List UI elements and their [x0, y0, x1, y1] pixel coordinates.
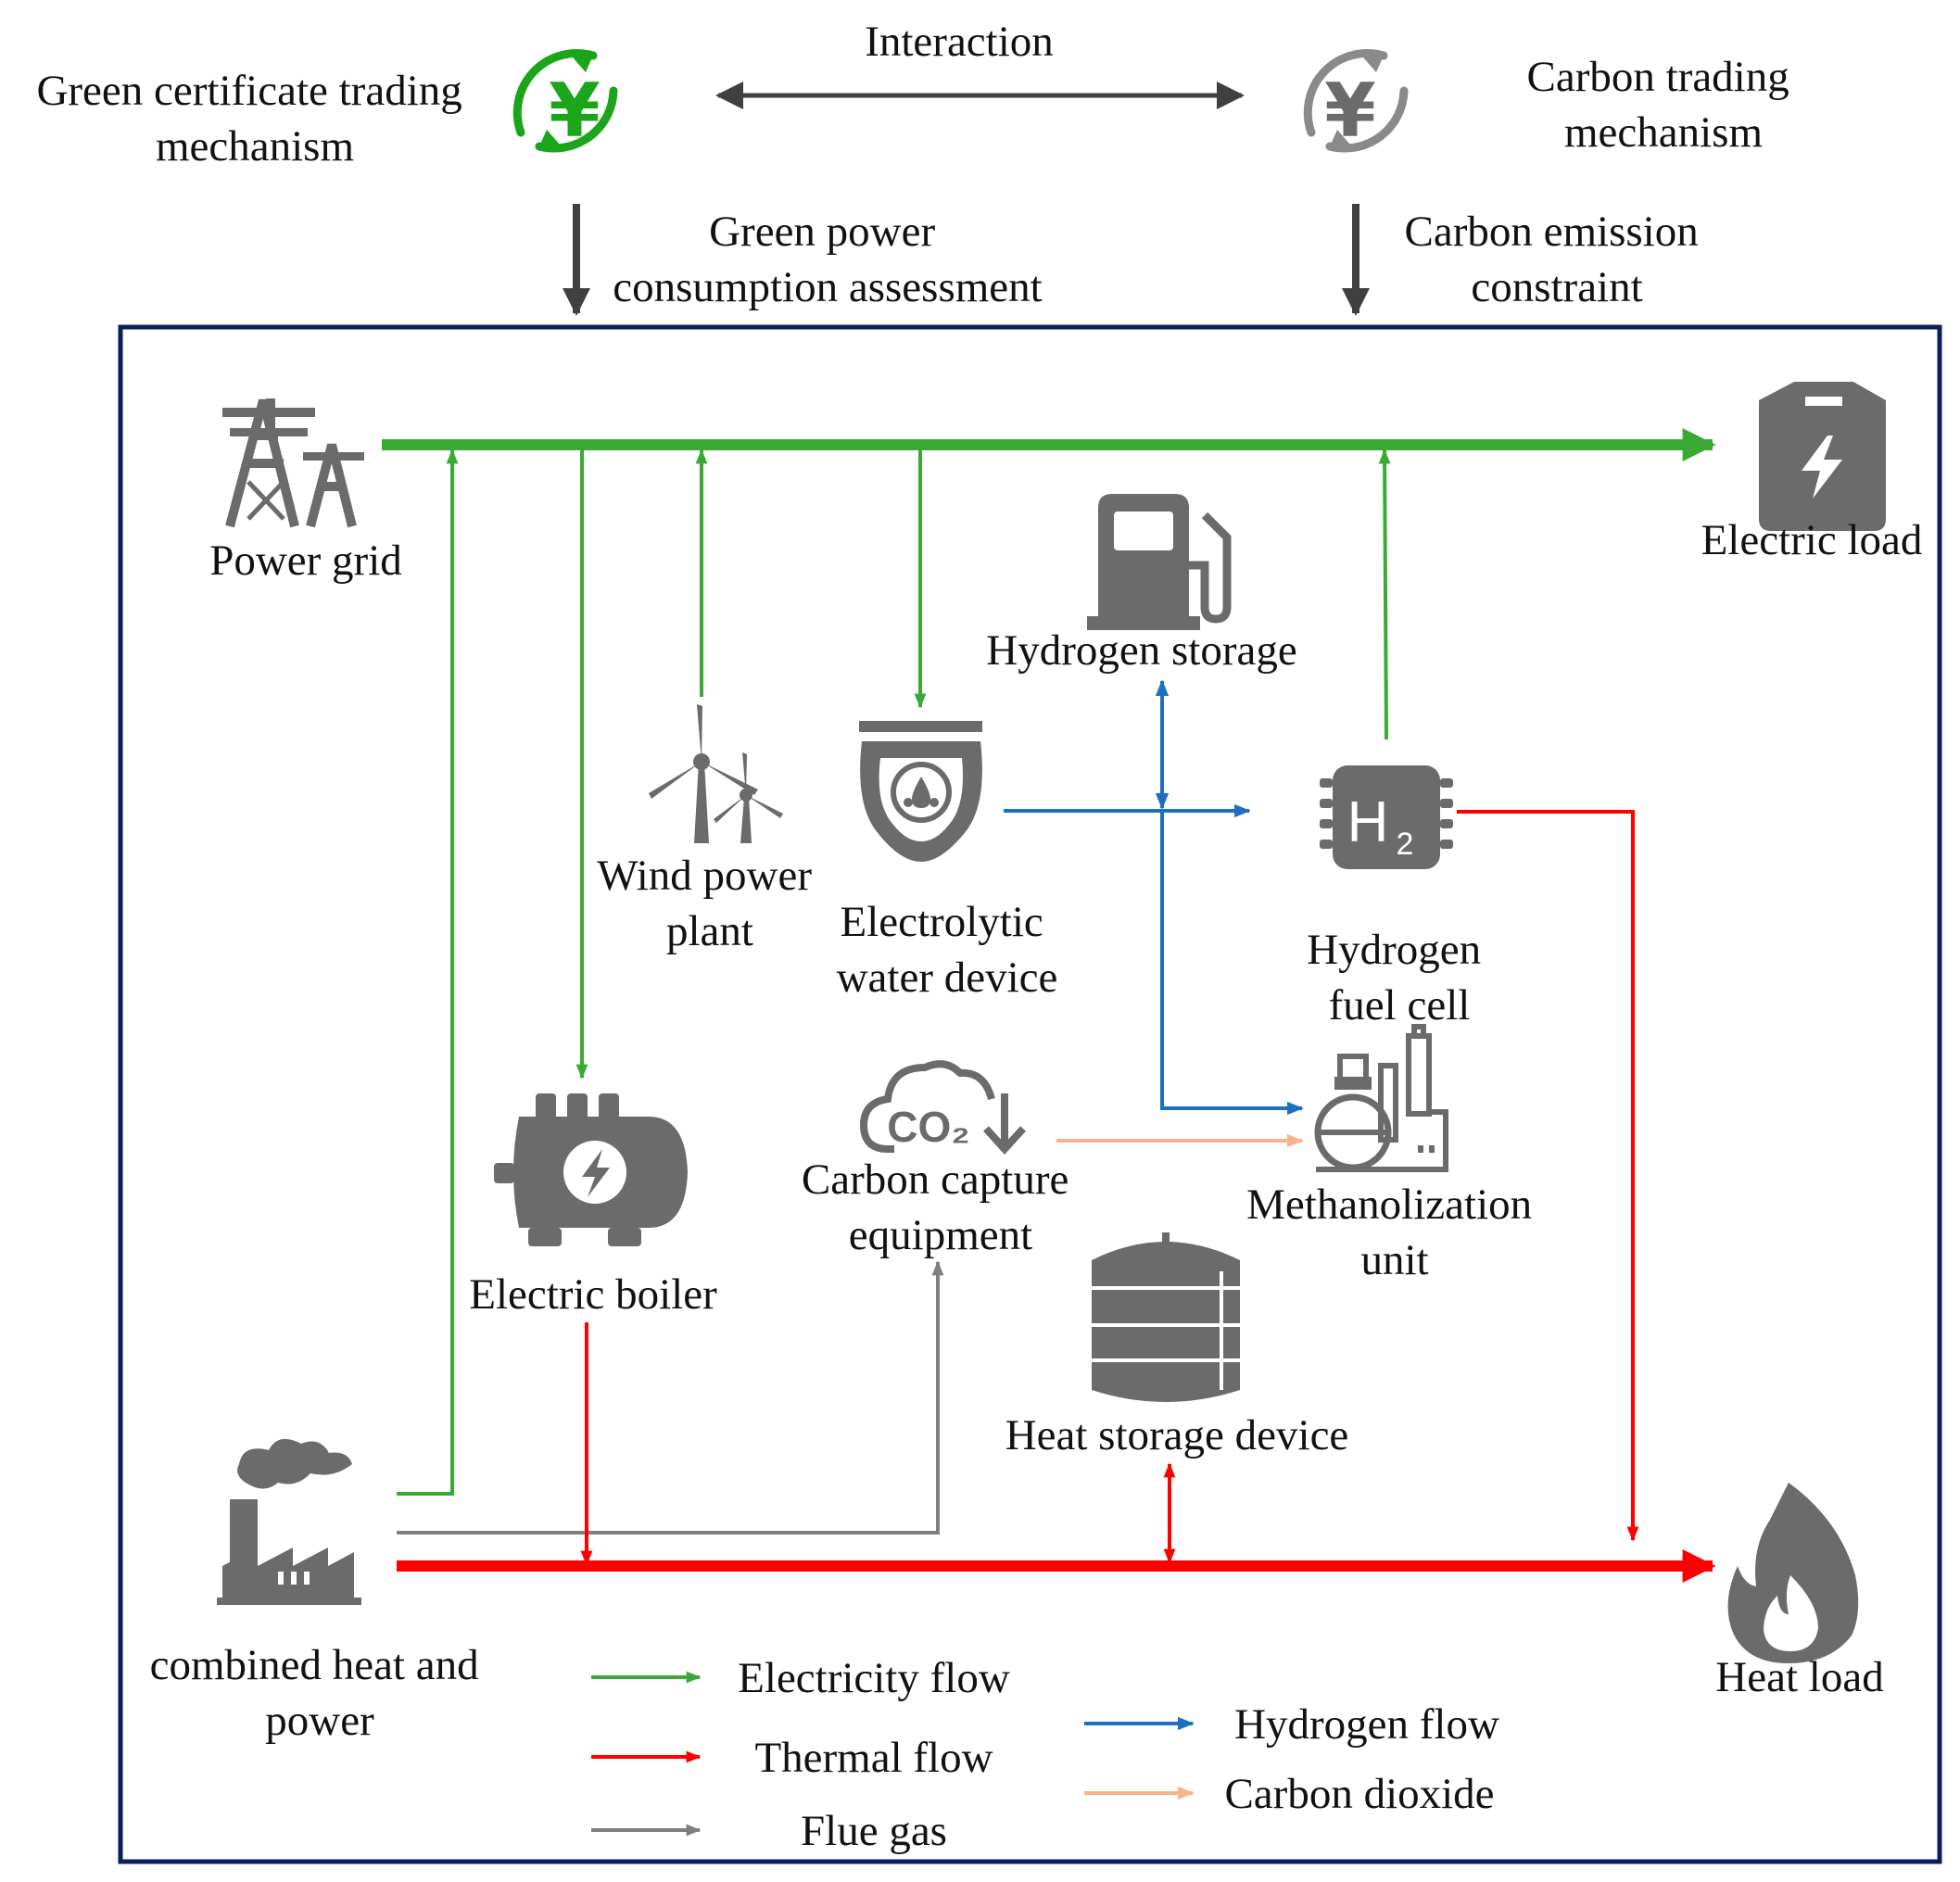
- legend: Electricity flow Thermal flow Flue gas H…: [591, 1654, 1499, 1855]
- transmission-tower-icon: [222, 398, 364, 528]
- carbon-mechanism-label: Carbon trading mechanism: [1527, 53, 1801, 157]
- carbon-capture-equipment-label: Carbon capture equipment: [802, 1156, 1080, 1259]
- boiler-icon: [494, 1093, 688, 1246]
- h2-main-text: H: [1347, 790, 1389, 854]
- green-certificate-icon: ¥: [512, 49, 618, 154]
- storage-tank-icon: [1092, 1232, 1240, 1402]
- factory-icon: [217, 1438, 361, 1605]
- legend-electricity-label: Electricity flow: [738, 1654, 1010, 1702]
- legend-flue-gas-label: Flue gas: [801, 1807, 947, 1855]
- battery-bolt-icon: [1759, 382, 1886, 531]
- electric-boiler-label: Electric boiler: [469, 1270, 717, 1319]
- power-grid-label: Power grid: [209, 537, 402, 585]
- fuel-pump-icon: [1087, 494, 1232, 630]
- green-yuan-symbol: ¥: [549, 68, 601, 154]
- hydrogen-storage-label: Hydrogen storage: [986, 626, 1296, 675]
- carbon-yuan-symbol: ¥: [1324, 68, 1376, 154]
- chemical-plant-icon: [1314, 1024, 1448, 1172]
- flow-chp-to-grid-electricity: [397, 448, 459, 1496]
- h2-chip-icon: H 2: [1320, 765, 1453, 869]
- chp-label: combined heat and power: [150, 1641, 490, 1745]
- flow-fuelcell-heat: [1457, 810, 1639, 1542]
- wind-power-plant-label: Wind power plant: [597, 852, 823, 955]
- wind-turbine-icon: [649, 704, 783, 843]
- heat-load-label: Heat load: [1715, 1653, 1883, 1701]
- flow-fuelcell-to-grid: [1378, 448, 1391, 740]
- flow-flue-gas: [397, 1260, 944, 1535]
- carbon-trading-icon: ¥: [1303, 49, 1409, 154]
- co2-cloud-icon: CO₂: [859, 1060, 1026, 1155]
- green-assessment-label: Green power consumption assessment: [613, 208, 1042, 311]
- electric-load-label: Electric load: [1701, 516, 1923, 564]
- legend-co2-label: Carbon dioxide: [1224, 1770, 1494, 1818]
- interaction-label: Interaction: [865, 18, 1054, 66]
- carbon-constraint-label: Carbon emission constraint: [1405, 208, 1710, 311]
- system-boundary-frame: [118, 324, 1942, 1864]
- hydrogen-fuel-cell-label: Hydrogen fuel cell: [1307, 926, 1492, 1029]
- legend-thermal-label: Thermal flow: [754, 1734, 993, 1782]
- electrolyzer-icon: [859, 721, 982, 862]
- flow-hydrogen-to-methanolization: [1160, 811, 1304, 1116]
- h2-subscript-text: 2: [1397, 827, 1414, 862]
- co2-icon-text: CO₂: [887, 1103, 969, 1151]
- flame-icon: [1727, 1483, 1859, 1663]
- legend-hydrogen-label: Hydrogen flow: [1234, 1700, 1499, 1749]
- methanolization-unit-label: Methanolization unit: [1246, 1181, 1543, 1284]
- heat-storage-device-label: Heat storage device: [1005, 1411, 1349, 1459]
- electrolytic-water-device-label: Electrolytic water device: [837, 898, 1058, 1002]
- green-mechanism-label: Green certificate trading mechanism: [36, 67, 473, 171]
